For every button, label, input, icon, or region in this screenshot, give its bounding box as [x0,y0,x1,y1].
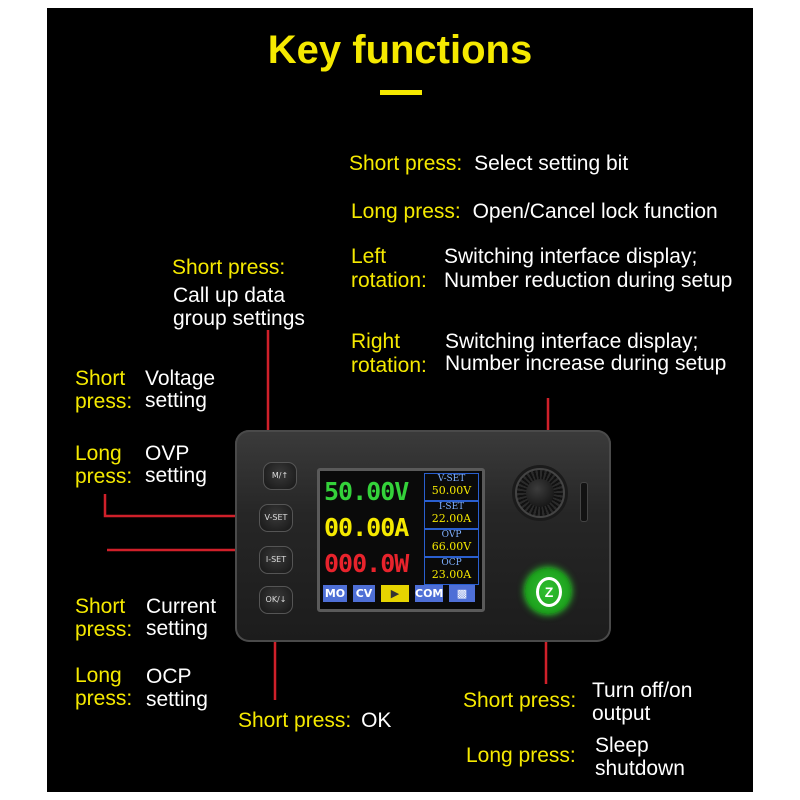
title-underline [380,90,422,95]
right-rotation-text-1: Switching interface display; [445,330,699,353]
iset-long-key-1: Long [75,664,122,687]
power-short-key: Short press: [463,689,577,712]
ocp-value: 23.00A [431,568,472,581]
ocp-label: OCP [441,558,462,568]
speaker-icon: ▶ [381,585,409,602]
vset-long-key-2: press: [75,465,133,488]
vset-long-text-2: setting [145,464,207,487]
side-slot [580,482,588,522]
power-supply-module: M/↑ V-SET I-SET OK/↓ 50.00V 00.00A 000.0… [235,430,611,642]
mode-badge: MO [323,585,347,602]
current-readout: 00.00A [324,513,409,542]
power-long-text-2: shutdown [595,757,685,780]
knob-short-press-key: Short press: [349,152,463,175]
knob-short-press: Short press: Select setting bit [349,152,628,175]
status-bar: MO CV ▶ COM ▩ [323,585,477,603]
ok-button[interactable]: OK/↓ [259,586,293,614]
m-button-text-1: Call up data [173,284,286,307]
vset-short-key-2: press: [75,390,133,413]
ovp-value: 66.00V [431,540,472,553]
iset-button[interactable]: I-SET [259,546,293,574]
knob-long-press: Long press: Open/Cancel lock function [351,200,718,223]
cv-badge: CV [353,585,375,602]
ovp-label: OVP [441,530,462,540]
knob-cap [526,479,554,507]
left-rotation-text-2: Number reduction during setup [444,269,733,292]
voltage-readout: 50.00V [324,477,409,506]
lcd-screen: 50.00V 00.00A 000.0W V-SET 50.00V I-SET … [317,468,485,612]
iset-long-text-2: setting [146,688,208,711]
vset-short-text-1: Voltage [145,367,216,390]
iset-short-key-2: press: [75,618,133,641]
power-long-key: Long press: [466,744,576,767]
rotary-knob[interactable] [515,468,565,518]
power-readout: 000.0W [324,549,409,578]
right-rotation-key-1: Right [351,330,401,353]
knob-short-press-text: Select setting bit [474,152,629,175]
m-button-key: Short press: [172,256,286,279]
iset-value: 22.00A [431,512,472,525]
vset-panel: V-SET 50.00V [424,473,479,501]
right-rotation-text-2: Number increase during setup [445,352,727,375]
vset-button[interactable]: V-SET [259,504,293,532]
vset-value: 50.00V [431,484,472,497]
left-rotation-text-1: Switching interface display; [444,245,698,268]
iset-panel: I-SET 22.00A [424,501,479,529]
power-long-text-1: Sleep [595,734,649,757]
right-rotation-key-2: rotation: [351,354,427,377]
page-title: Key functions [267,28,533,72]
iset-short-text-2: setting [146,617,208,640]
power-button[interactable]: Z [525,568,571,614]
ok-short-press-text: OK [361,709,392,732]
knob-long-press-text: Open/Cancel lock function [472,200,718,223]
vset-short-text-2: setting [145,389,207,412]
com-badge: COM [415,585,444,602]
m-button[interactable]: M/↑ [263,462,297,490]
left-rotation-key-2: rotation: [351,269,427,292]
iset-short-key-1: Short [75,595,126,618]
m-button-text-2: group settings [173,307,305,330]
vset-line [103,494,275,518]
ocp-panel: OCP 23.00A [424,557,479,585]
vset-long-text-1: OVP [145,442,190,465]
power-button-icon: Z [536,577,562,607]
unlock-icon: ▩ [449,585,475,602]
vset-label: V-SET [437,474,466,484]
iset-label: I-SET [438,502,465,512]
vset-short-key-1: Short [75,367,126,390]
ok-short-press: Short press: OK [238,709,391,732]
knob-long-press-key: Long press: [351,200,461,223]
iset-short-text-1: Current [146,595,217,618]
ok-short-press-key: Short press: [238,709,352,732]
power-short-text-1: Turn off/on [592,679,693,702]
infographic-panel: Key functions Short press: Select settin… [47,8,753,792]
iset-long-text-1: OCP [146,665,192,688]
iset-long-key-2: press: [75,687,133,710]
power-short-text-2: output [592,702,651,725]
vset-long-key-1: Long [75,442,122,465]
left-rotation-key-1: Left [351,245,387,268]
ovp-panel: OVP 66.00V [424,529,479,557]
